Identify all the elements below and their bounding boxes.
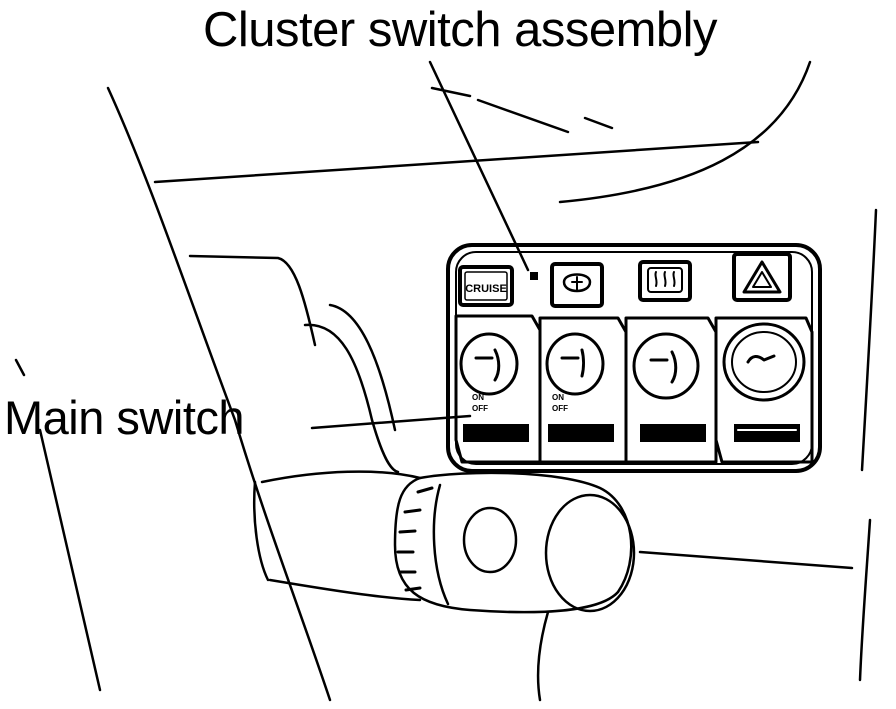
callout-cluster-switch-assembly: Cluster switch assembly <box>203 3 718 57</box>
o-d-off-indicator-icon <box>550 262 604 308</box>
right-edge-lower <box>858 518 872 682</box>
switch-1-off-marking: OFF <box>472 404 488 413</box>
callout-main-switch: Main switch <box>4 391 245 444</box>
indicator-cruise: CRUISE <box>458 265 514 307</box>
dash-top-line <box>153 140 760 184</box>
door-panel-inner <box>303 323 400 474</box>
switch-1-label-plate <box>463 424 529 442</box>
knob-rib-edge <box>432 483 450 606</box>
indicator-od-off <box>550 262 604 308</box>
indicator-rear-defogger <box>638 260 692 302</box>
column-stalk <box>252 470 636 702</box>
stalk-left <box>252 480 270 582</box>
stalk-line-right <box>638 550 854 570</box>
leader-dot <box>530 272 538 280</box>
switch-2-label-plate <box>548 424 614 442</box>
rear-defogger-indicator-icon <box>638 260 692 302</box>
dashboard-outline <box>14 60 878 702</box>
pillar-edge <box>106 86 332 702</box>
right-edge-upper <box>860 208 878 472</box>
switch-2-on-marking: ON <box>552 393 564 402</box>
stalk-bottom <box>268 578 422 602</box>
switch-well-3 <box>624 316 718 464</box>
vent-stroke-1 <box>430 86 472 98</box>
left-tick <box>14 358 26 377</box>
knob-inner-face <box>462 506 518 574</box>
door-panel-inner-2 <box>328 303 397 432</box>
cruise-label: CRUISE <box>465 283 507 295</box>
switch-well-4 <box>714 316 814 464</box>
stalk-top <box>260 470 422 484</box>
switch-2-off-marking: OFF <box>552 404 568 413</box>
knob-ribs <box>396 486 434 592</box>
cruise-indicator-icon <box>458 265 514 307</box>
leader-main-switch <box>310 414 472 430</box>
hazard-triangle-icon <box>732 252 792 302</box>
indicator-hazard <box>732 252 792 302</box>
switch-4-label-plate <box>734 424 800 442</box>
switch-1-on-marking: ON <box>472 393 484 402</box>
knob-body <box>393 471 633 614</box>
panel-outer-frame <box>446 243 822 473</box>
switch-well-2: ON OFF <box>538 316 628 464</box>
leader-cluster-switch <box>428 60 530 272</box>
vent-stroke-2 <box>476 98 570 134</box>
knob-leader-down <box>536 610 550 702</box>
leader-lines <box>310 60 530 430</box>
door-panel-top <box>188 254 317 347</box>
knob-end-face <box>544 493 636 613</box>
switch-well-1: ON OFF <box>454 314 542 464</box>
switch-3-label-plate <box>640 424 706 442</box>
left-curve-outer <box>38 428 102 692</box>
upper-right-curve <box>558 60 812 204</box>
vent-stroke-3 <box>583 116 614 130</box>
cluster-switch-panel: CRUISE ON OFF <box>446 243 822 473</box>
